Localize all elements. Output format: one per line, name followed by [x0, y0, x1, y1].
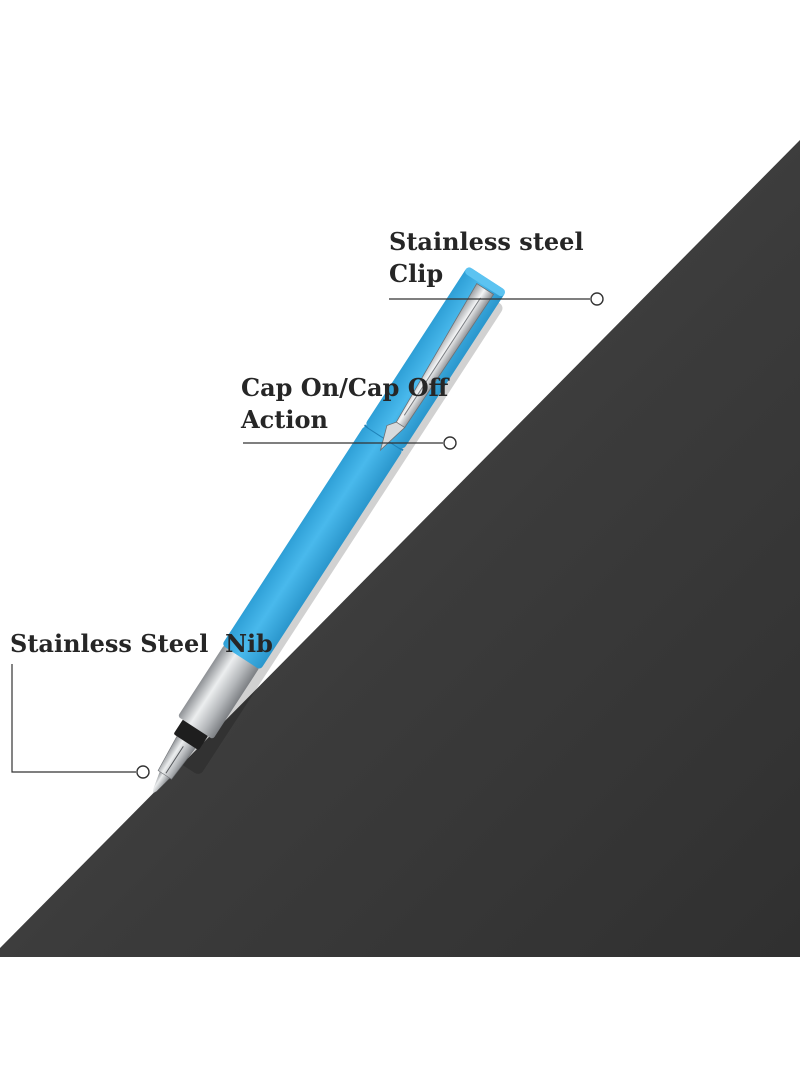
callout-dot-icon	[590, 292, 604, 306]
callout-line-nib	[11, 664, 150, 779]
grip-section	[178, 645, 259, 739]
label-cap-action: Cap On/Cap Off Action	[241, 372, 448, 436]
callout-dot-icon	[443, 436, 457, 450]
feed-collar	[174, 719, 208, 750]
callout-line-clip	[389, 292, 604, 306]
callout-line-cap	[243, 436, 457, 450]
label-line: Cap On/Cap Off	[241, 373, 449, 402]
label-line: Action	[241, 405, 328, 434]
pen-barrel	[223, 426, 402, 669]
label-stainless-steel-clip: Stainless steel Clip	[389, 226, 584, 290]
dark-diagonal-panel	[0, 140, 800, 957]
label-line: Stainless steel	[389, 227, 584, 256]
callout-dot-icon	[136, 765, 150, 779]
label-stainless-steel-nib: Stainless Steel Nib	[10, 628, 273, 660]
nib-point	[152, 771, 170, 794]
label-line: Stainless Steel Nib	[10, 629, 273, 658]
fountain-pen	[152, 267, 505, 794]
label-line: Clip	[389, 259, 444, 288]
